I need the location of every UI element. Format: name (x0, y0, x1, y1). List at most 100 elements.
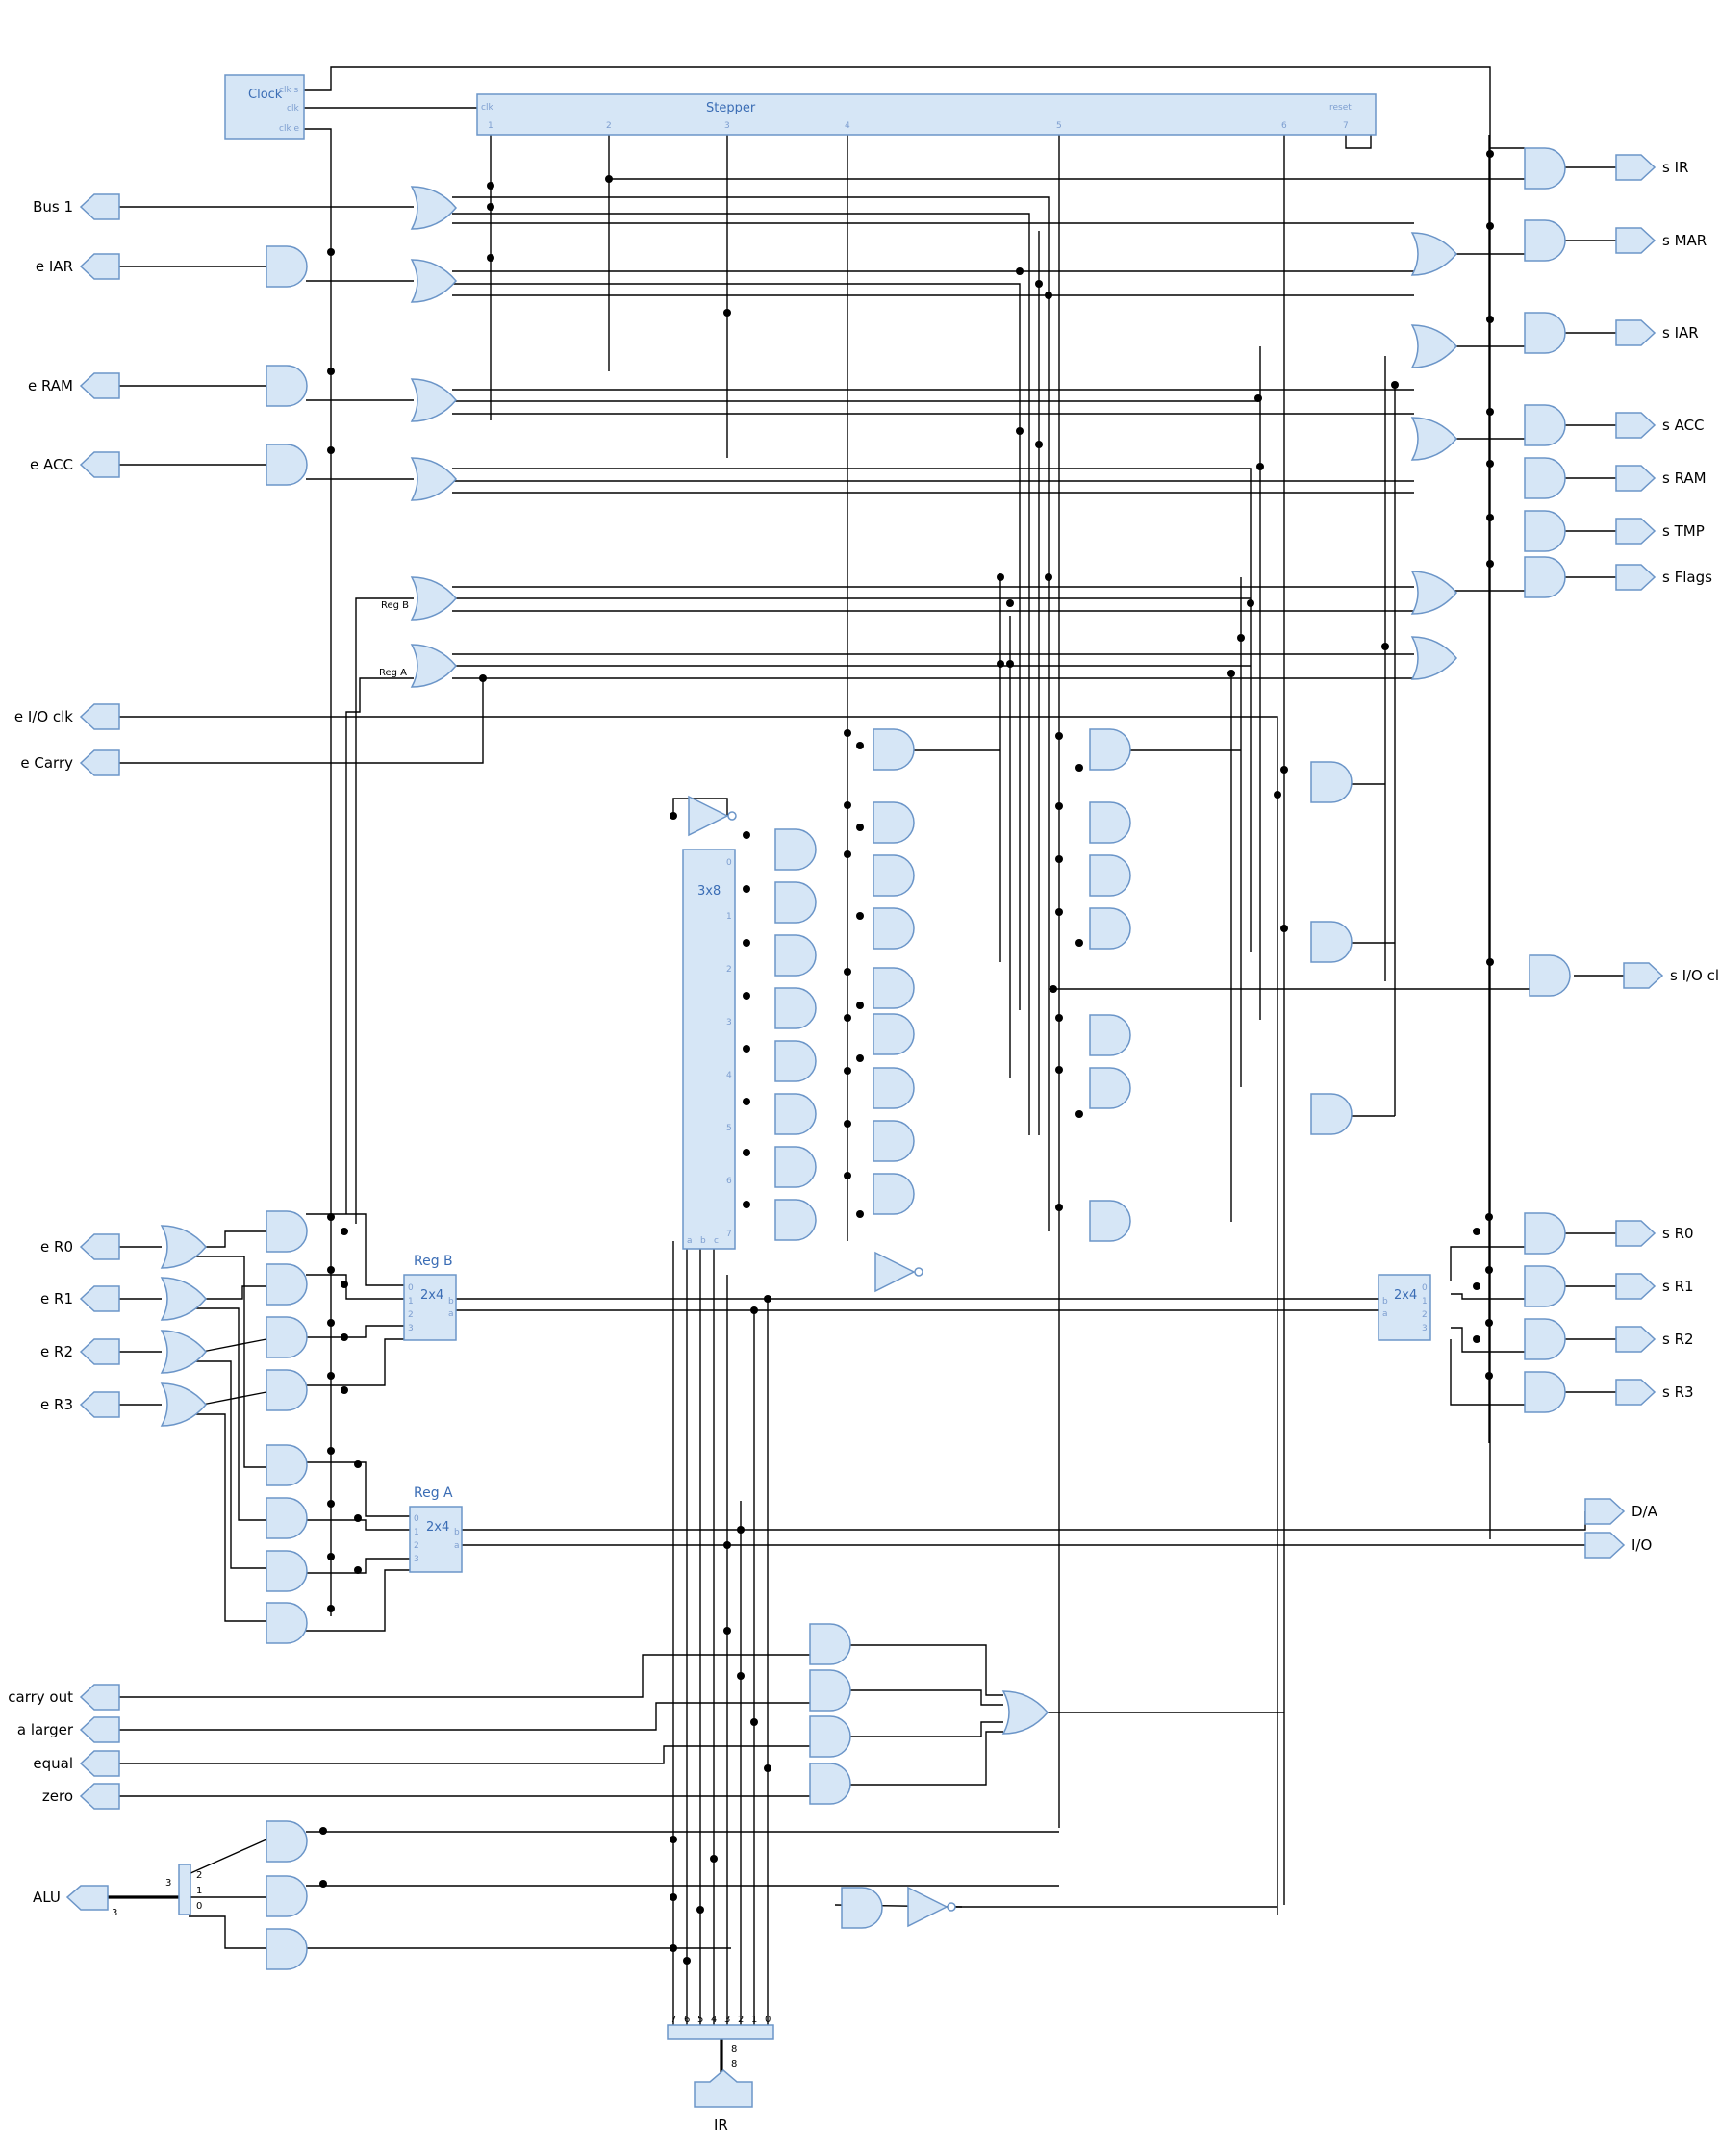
a-larger-input[interactable]: a larger (17, 1716, 120, 1743)
da-output-pin[interactable] (1584, 1498, 1626, 1525)
io-output[interactable]: I/O (1584, 1532, 1652, 1559)
right-or-gate-0 (1410, 232, 1457, 276)
da-output[interactable]: D/A (1584, 1498, 1658, 1525)
mid-inverter (874, 1251, 916, 1293)
s-tmp-output-pin[interactable] (1615, 518, 1657, 545)
e-r2-input-pin[interactable] (79, 1338, 120, 1365)
s-ir-output-pin[interactable] (1615, 154, 1657, 181)
s-ram-output-pin[interactable] (1615, 465, 1657, 492)
s-r2-output-pin[interactable] (1615, 1326, 1657, 1353)
s-mar-output-pin[interactable] (1615, 227, 1657, 254)
s-io-clk-output[interactable]: s I/O clk (1623, 962, 1720, 989)
decoder-and-b-8 (873, 1173, 915, 1215)
s-flags-output[interactable]: s Flags (1615, 564, 1712, 591)
decoder-out-0: 0 (726, 858, 732, 868)
s-r1-output[interactable]: s R1 (1615, 1273, 1694, 1300)
bus-1-input-pin[interactable] (79, 193, 120, 220)
s-r1-output-pin[interactable] (1615, 1273, 1657, 1300)
set-and-gate-6 (1524, 556, 1566, 598)
s-r0-output-pin[interactable] (1615, 1220, 1657, 1247)
right-dec-out-2: 2 (1422, 1310, 1428, 1320)
reg-a-and-2 (306, 1558, 410, 1574)
s-r3-output-pin[interactable] (1615, 1379, 1657, 1406)
decoder-and-a-2 (774, 934, 817, 977)
bus-1-input[interactable]: Bus 1 (33, 193, 120, 220)
decoder-out-6: 6 (726, 1177, 732, 1186)
ir-bit-label-5: 5 (697, 2015, 703, 2025)
s-mar-output[interactable]: s MAR (1615, 227, 1707, 254)
bus1-or-line-a (452, 196, 1050, 1231)
enable-and-gate-1 (266, 365, 308, 407)
reg-a-decoder-label: 2x4 (426, 1520, 449, 1535)
s-tmp-output[interactable]: s TMP (1615, 518, 1705, 545)
decoder-out-2: 2 (726, 965, 732, 975)
reg-b-or-tag: Reg B (381, 600, 409, 611)
e-iar-input-pin[interactable] (79, 253, 120, 280)
stepper-component: Stepper clk reset 1 2 3 4 5 6 7 (476, 93, 1377, 136)
e-iar-input[interactable]: e IAR (36, 253, 120, 280)
e-r1-input[interactable]: e R1 (40, 1285, 120, 1312)
s-r2-output[interactable]: s R2 (1615, 1326, 1694, 1353)
e-r0-input-pin[interactable] (79, 1233, 120, 1260)
reg-a-or-tag: Reg A (379, 668, 407, 678)
s-tmp-output-label: s TMP (1662, 522, 1705, 540)
equal-input[interactable]: equal (33, 1750, 120, 1777)
alu-input[interactable]: ALU (33, 1885, 109, 1911)
right-dec-out-3: 3 (1422, 1324, 1428, 1333)
a-larger-input-pin[interactable] (79, 1716, 120, 1743)
reg-b-out-3: 3 (408, 1324, 414, 1333)
stepper-body (476, 93, 1377, 136)
r2-or-out (201, 1338, 267, 1353)
e-r1-input-pin[interactable] (79, 1285, 120, 1312)
equal-input-label: equal (33, 1755, 73, 1772)
e-carry-input[interactable]: e Carry (20, 749, 120, 776)
s-iar-output[interactable]: s IAR (1615, 319, 1699, 346)
e-r0-input[interactable]: e R0 (40, 1233, 120, 1260)
s-r0-output[interactable]: s R0 (1615, 1220, 1694, 1247)
carry-out-input[interactable]: carry out (8, 1684, 120, 1711)
right-or-gate-1 (1410, 324, 1457, 368)
s-r3-output[interactable]: s R3 (1615, 1379, 1694, 1406)
s-acc-output[interactable]: s ACC (1615, 412, 1705, 439)
equal-input-pin[interactable] (79, 1750, 120, 1777)
ir-input-pin[interactable] (694, 2069, 753, 2108)
bus-1-input-label: Bus 1 (33, 198, 73, 216)
e-acc-input-pin[interactable] (79, 451, 120, 478)
decoder-and-b-5 (873, 1013, 915, 1055)
reg-b-in-b: b (448, 1297, 454, 1306)
e-io-clk-input-label: e I/O clk (14, 708, 73, 725)
e-ram-input[interactable]: e RAM (28, 372, 120, 399)
s-acc-output-pin[interactable] (1615, 412, 1657, 439)
reg-enable-or-0 (160, 1225, 207, 1269)
left-or-gate-0 (410, 186, 457, 230)
e-r3-input[interactable]: e R3 (40, 1391, 120, 1418)
s-io-clk-output-pin[interactable] (1623, 962, 1664, 989)
reg-a-out-3: 3 (414, 1555, 419, 1564)
flag-and-2-out (850, 1689, 1003, 1706)
e-io-clk-input[interactable]: e I/O clk (14, 703, 120, 730)
e-r2-input[interactable]: e R2 (40, 1338, 120, 1365)
ir-bit-label-4: 4 (711, 2015, 717, 2025)
carry-out-input-pin[interactable] (79, 1684, 120, 1711)
decoder-and-d-1 (1310, 921, 1353, 963)
e-ram-input-pin[interactable] (79, 372, 120, 399)
right-dec-0 (1450, 1246, 1525, 1281)
zero-input-pin[interactable] (79, 1783, 120, 1810)
zero-input[interactable]: zero (42, 1783, 120, 1810)
right-output-pins: s IR s MAR s IAR s ACC s RAM s TMP s Flags s I/… (1615, 154, 1720, 1406)
e-r3-input-pin[interactable] (79, 1391, 120, 1418)
e-carry-input-pin[interactable] (79, 749, 120, 776)
alu-input-pin[interactable] (65, 1885, 109, 1911)
io-output-pin[interactable] (1584, 1532, 1626, 1559)
inverter-feed (672, 798, 728, 816)
reg-a-and-0 (306, 1461, 410, 1517)
s-iar-output-pin[interactable] (1615, 319, 1657, 346)
s-ir-output[interactable]: s IR (1615, 154, 1688, 181)
decoder-out-1: 1 (726, 912, 732, 922)
e-io-clk-input-pin[interactable] (79, 703, 120, 730)
s-flags-output-pin[interactable] (1615, 564, 1657, 591)
reg-a-to-da (462, 1511, 1586, 1531)
reg-and-gate-0 (266, 1210, 308, 1253)
e-acc-input[interactable]: e ACC (30, 451, 120, 478)
s-ram-output[interactable]: s RAM (1615, 465, 1707, 492)
